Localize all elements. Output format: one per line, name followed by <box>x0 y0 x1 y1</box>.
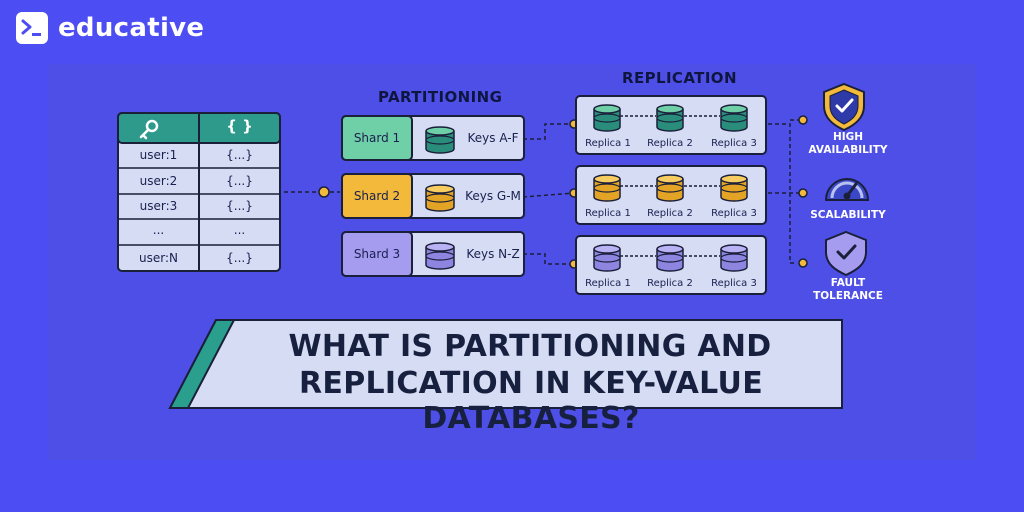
braces-icon: { } <box>226 117 253 135</box>
shard-keys: Keys G-M <box>465 189 521 203</box>
table-cell-value: {...} <box>226 148 253 162</box>
shard-1-database-icon <box>425 126 455 154</box>
replica-database-icon <box>593 244 621 272</box>
table-cell-value: {...} <box>226 174 253 188</box>
replica-label: Replica 3 <box>711 208 757 219</box>
replica-label: Replica 1 <box>585 208 631 219</box>
shard-keys: Keys A-F <box>467 131 519 145</box>
benefit-scalability: SCALABILITY <box>810 209 886 221</box>
replica-database-icon <box>656 104 684 132</box>
replica-database-icon <box>656 244 684 272</box>
table-cell-value: ... <box>233 223 246 237</box>
table-cell-key: user:3 <box>139 199 178 213</box>
table-cell-value: {...} <box>226 199 253 213</box>
connectors <box>284 119 800 265</box>
replica-database-icon <box>656 174 684 202</box>
replica-database-icon <box>720 244 748 272</box>
benefit-high-availability: HIGH AVAILABILITY <box>808 131 888 156</box>
shard-2-database-icon <box>425 184 455 212</box>
shard-label: Shard 3 <box>353 247 401 261</box>
brand[interactable]: educative <box>16 12 204 44</box>
replica-label: Replica 2 <box>647 278 693 289</box>
replica-database-icon <box>593 174 621 202</box>
shard-3-database-icon <box>425 242 455 270</box>
replica-label: Replica 3 <box>711 138 757 149</box>
shield-check-icon <box>825 230 867 277</box>
key-icon <box>139 119 159 140</box>
page-title-line-1: WHAT IS PARTITIONING AND <box>288 329 772 364</box>
benefit-fault-tolerance: FAULT TOLERANCE <box>813 277 883 302</box>
title-banner <box>168 319 843 409</box>
page-title-line-2: REPLICATION IN KEY-VALUE DATABASES? <box>299 366 763 436</box>
replica-database-icon <box>593 104 621 132</box>
table-cell-value: {...} <box>226 251 253 265</box>
table-cell-key: user:2 <box>139 174 178 188</box>
terminal-logo-icon <box>16 12 48 44</box>
table-cell-key: ... <box>152 223 165 237</box>
speedometer-icon <box>824 178 870 201</box>
replica-database-icon <box>720 104 748 132</box>
kv-table <box>117 112 281 272</box>
table-cell-key: user:N <box>139 251 178 265</box>
shard-keys: Keys N-Z <box>466 247 520 261</box>
replica-label: Replica 1 <box>585 278 631 289</box>
replication-heading: REPLICATION <box>622 69 737 87</box>
shard-label: Shard 1 <box>353 131 401 145</box>
shard-label: Shard 2 <box>353 189 401 203</box>
replica-label: Replica 2 <box>647 138 693 149</box>
connector-dots <box>318 115 808 269</box>
shield-check-icon <box>823 82 865 132</box>
partitioning-heading: PARTITIONING <box>378 88 503 106</box>
replica-label: Replica 3 <box>711 278 757 289</box>
replica-database-icon <box>720 174 748 202</box>
replica-label: Replica 2 <box>647 208 693 219</box>
brand-name: educative <box>58 13 205 43</box>
replica-label: Replica 1 <box>585 138 631 149</box>
table-cell-key: user:1 <box>139 148 178 162</box>
